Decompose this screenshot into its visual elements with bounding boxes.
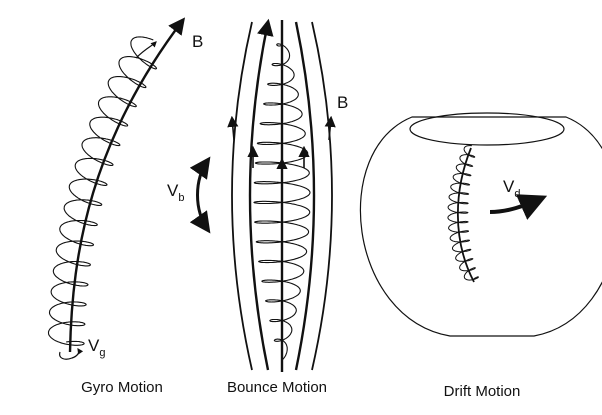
bounce-field-line-outer-right [311, 21, 333, 371]
bounce-field-line-outer-left [231, 21, 253, 371]
bounce-arrow-1 [227, 115, 239, 141]
bounce-velocity-arrow [189, 156, 211, 234]
bounce-caption: Bounce Motion [227, 379, 327, 396]
bounce-panel: B Vb Bounce Motion [167, 18, 348, 396]
drift-velocity-arrow [489, 194, 548, 220]
gyro-rotation-arrow [135, 41, 157, 59]
bounce-velocity-label: Vb [167, 181, 184, 204]
drift-velocity-label: Vd [503, 177, 520, 200]
drift-panel: Vd Drift Motion [359, 112, 602, 400]
gyro-rotation-arrow-bottom [59, 348, 84, 360]
drift-field-line [456, 147, 475, 283]
gyro-velocity-label: Vg [88, 336, 105, 359]
gyro-helix [47, 36, 158, 346]
drift-torus-outline [359, 116, 602, 337]
bounce-field-line-inner-left [248, 18, 274, 371]
gyro-field-line [68, 17, 186, 353]
drift-caption: Drift Motion [444, 383, 521, 400]
drift-helix [447, 144, 479, 281]
drift-torus-top [409, 112, 565, 146]
bounce-field-line-inner-right [294, 21, 316, 371]
bounce-helix [253, 43, 311, 361]
bounce-field-label: B [337, 93, 348, 112]
gyro-field-label: B [192, 32, 203, 51]
gyro-panel: B Vg Gyro Motion [47, 17, 203, 396]
gyro-caption: Gyro Motion [81, 379, 163, 396]
bounce-arrow-5 [324, 115, 336, 141]
